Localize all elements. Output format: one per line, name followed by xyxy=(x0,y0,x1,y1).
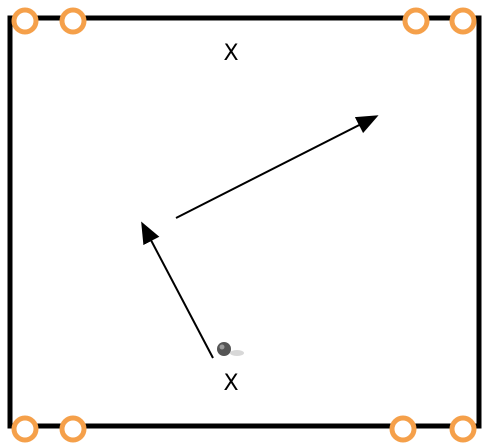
arrow-icon xyxy=(141,221,214,359)
cone-icon xyxy=(449,415,477,443)
cone-icon xyxy=(449,7,477,35)
cone-icon xyxy=(11,7,39,35)
field-boundary xyxy=(7,15,482,429)
ball-icon xyxy=(217,342,244,356)
cone-icon xyxy=(11,415,39,443)
player-marker-top: X xyxy=(223,41,238,66)
cone-icon xyxy=(59,415,87,443)
top-cones xyxy=(11,7,477,35)
cone-icon xyxy=(59,7,87,35)
player-marker-bottom: X xyxy=(223,371,238,396)
arrow-icon xyxy=(175,115,379,219)
bottom-cones xyxy=(11,415,477,443)
cone-icon xyxy=(389,415,417,443)
cone-icon xyxy=(402,7,430,35)
